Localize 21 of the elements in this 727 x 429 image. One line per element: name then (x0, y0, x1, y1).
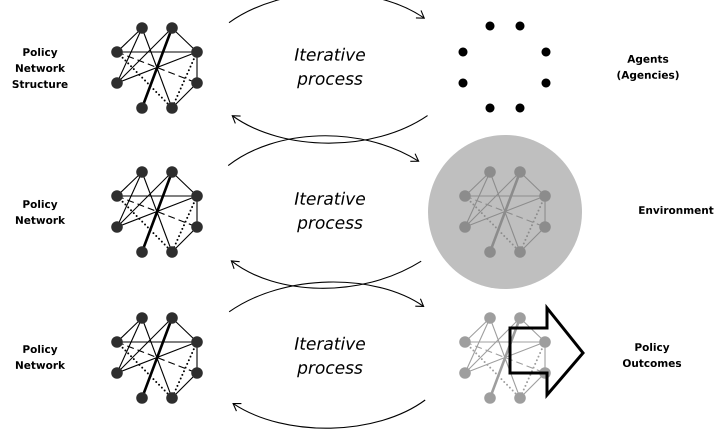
row-label: Policy Network Structure (12, 48, 68, 88)
network-drawing (111, 312, 203, 404)
environment-drawing (428, 135, 582, 289)
agents-drawing (458, 22, 550, 112)
row-label: Agents (Agencies) (617, 55, 679, 81)
curved-arrow (232, 400, 426, 429)
iterative-process-label: Iterative process (294, 48, 365, 88)
curved-arrow (231, 115, 428, 144)
network-drawing (111, 22, 203, 114)
curved-arrow (228, 135, 420, 166)
network-drawing (111, 166, 203, 258)
row-label: Policy Network (16, 344, 66, 370)
row-label: Environment (639, 206, 714, 214)
iterative-process-label: Iterative process (294, 192, 365, 232)
outcome-drawing (459, 304, 585, 404)
row-label: Policy Outcomes (622, 342, 682, 368)
iterative-process-label: Iterative process (294, 336, 365, 378)
row-label: Policy Network (16, 200, 66, 224)
curved-arrow (228, 0, 426, 24)
curved-arrow (228, 282, 424, 312)
curved-arrow (230, 260, 422, 289)
